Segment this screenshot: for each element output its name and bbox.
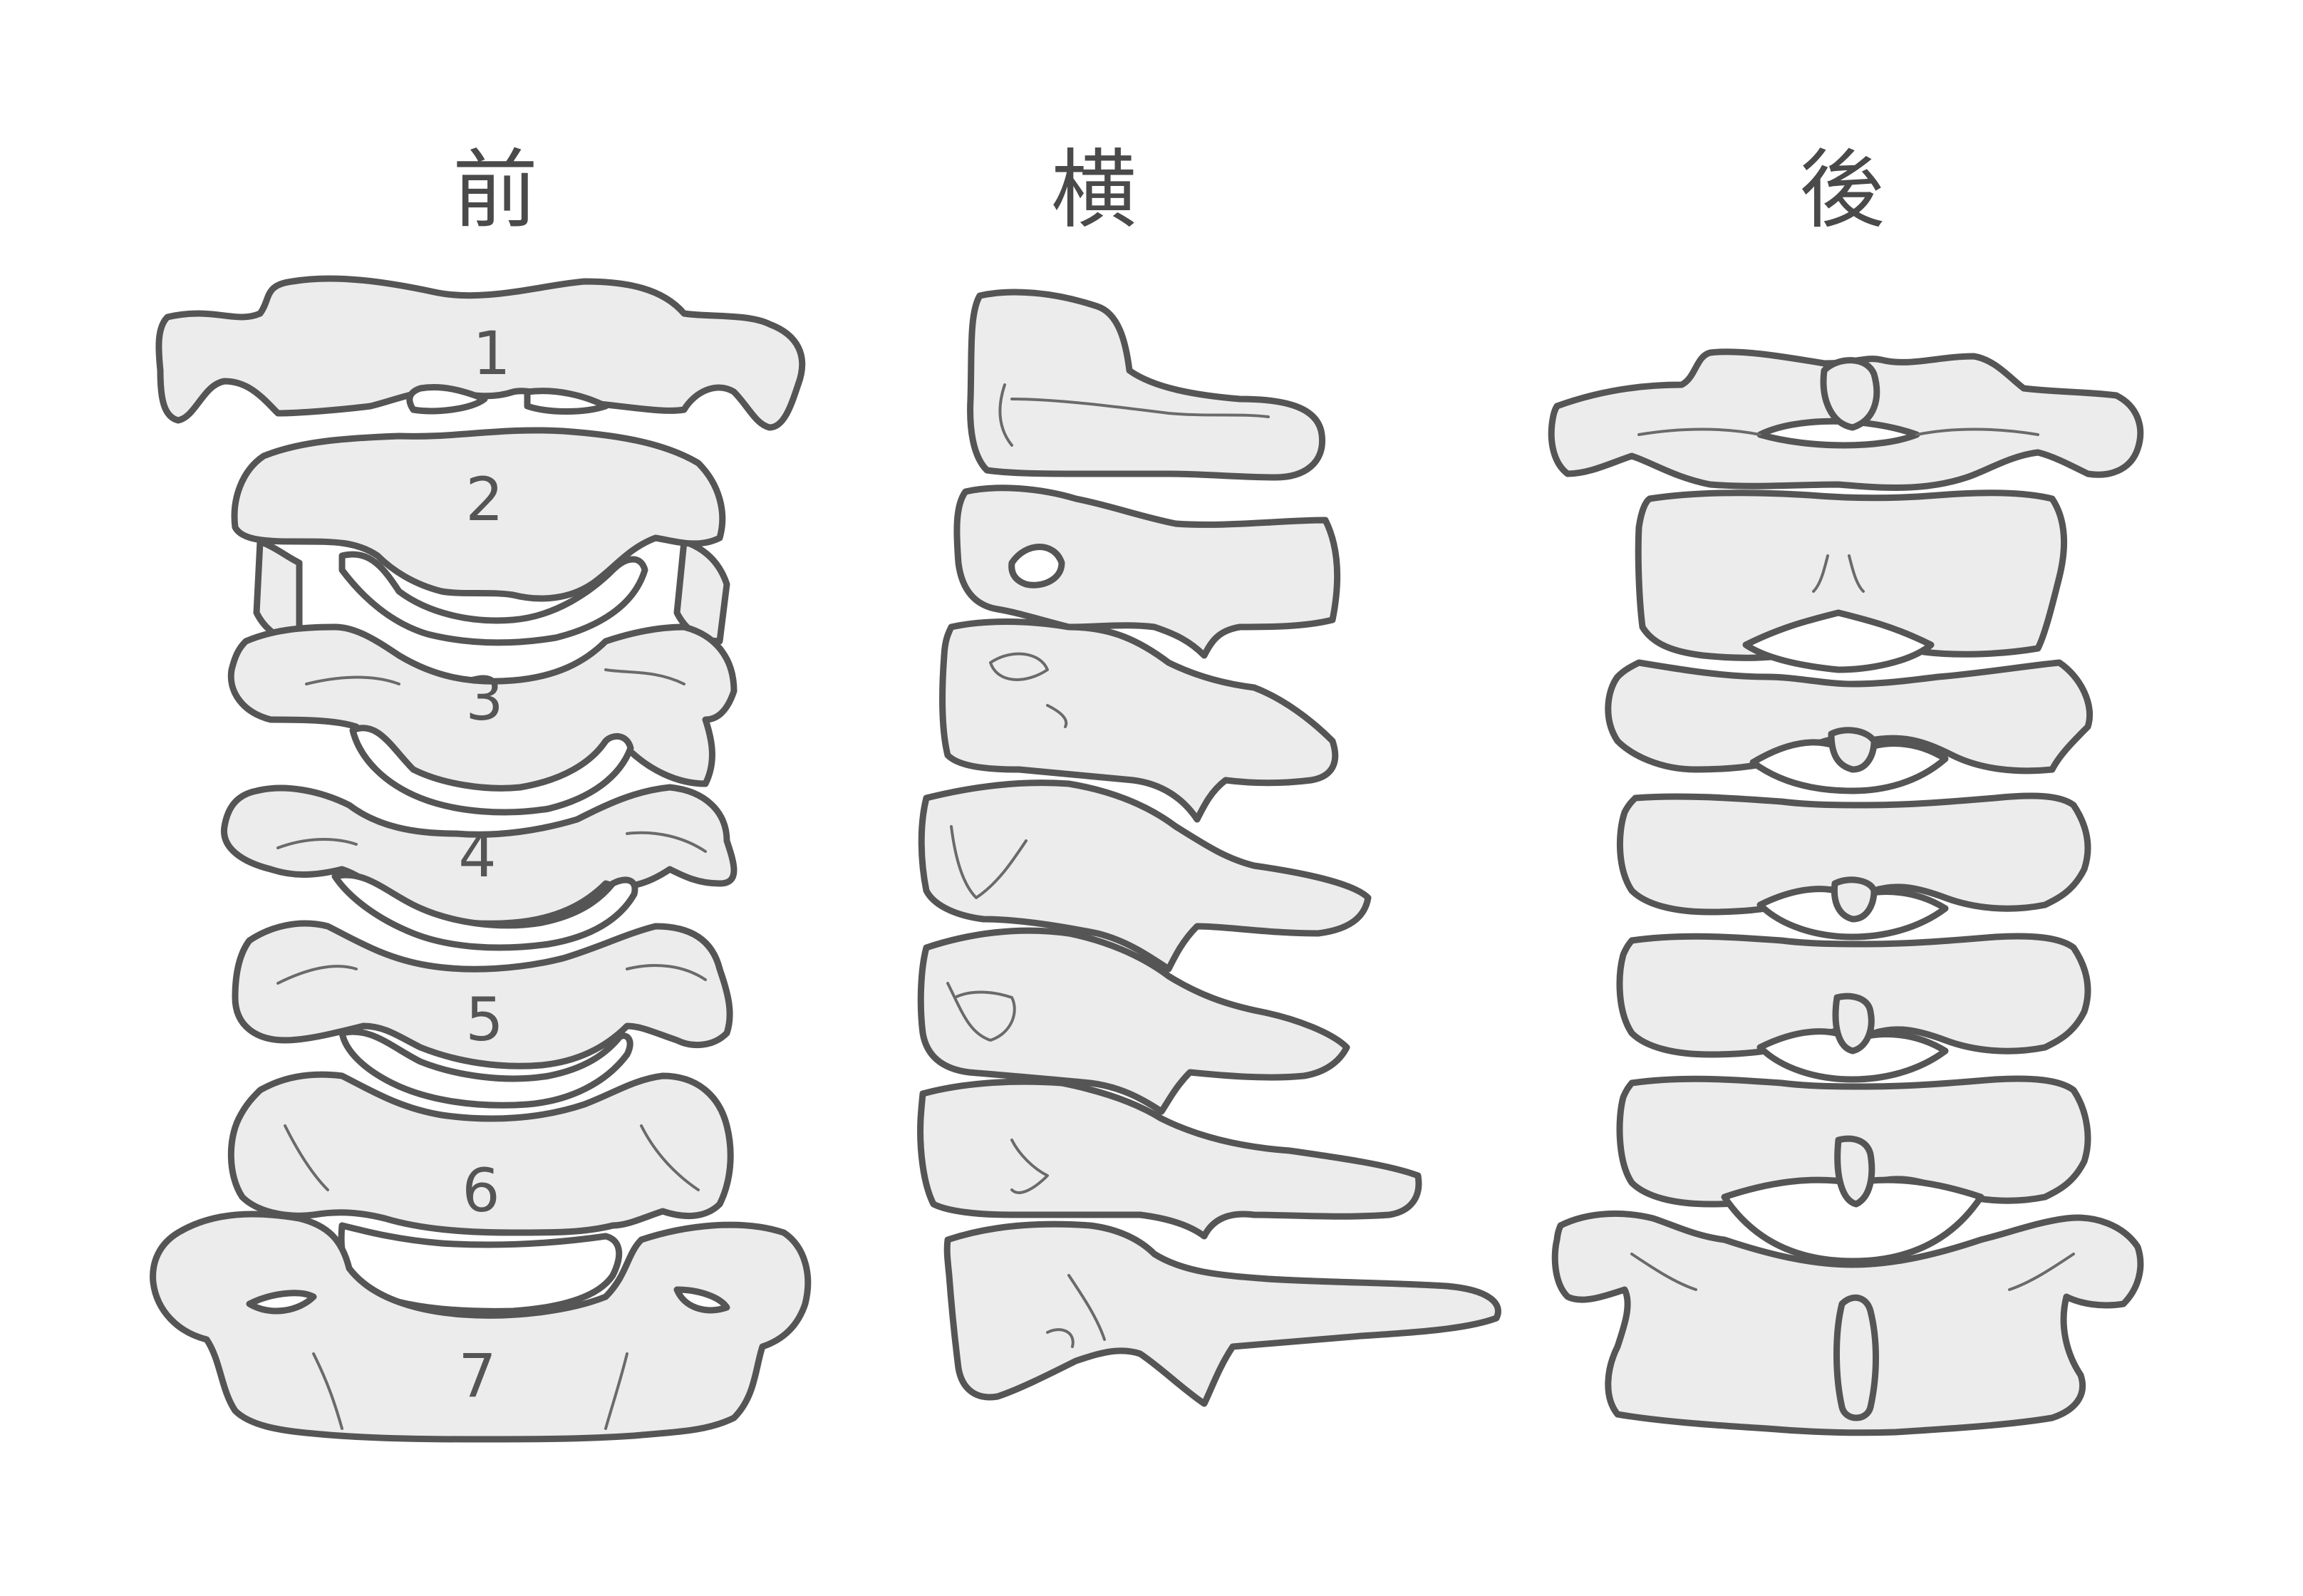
side-vertebra-c2 xyxy=(953,484,1341,659)
back-c4-spinous xyxy=(1831,876,1878,923)
back-c7-ridge xyxy=(1630,1253,2075,1291)
front-c3-ridge xyxy=(305,668,685,685)
back-vertebra-c3 xyxy=(1605,659,2094,774)
side-c4-ridge xyxy=(950,825,1028,899)
side-c6-ridge xyxy=(1010,1139,1049,1194)
side-vertebra-c4 xyxy=(918,779,1372,973)
back-c1-ridge xyxy=(1637,428,2039,436)
side-vertebra-c6 xyxy=(917,1078,1422,1240)
front-vertebra-c7 xyxy=(150,1211,812,1443)
side-vertebra-c7 xyxy=(943,1221,1501,1407)
back-c5-gap xyxy=(1756,1028,1949,1083)
front-label-c5: 5 xyxy=(465,985,503,1054)
back-c2-gap xyxy=(1742,609,1935,673)
side-c2-foramen xyxy=(1008,544,1065,589)
front-vertebra-c1 xyxy=(155,275,806,431)
front-c1-notch-right xyxy=(524,388,609,415)
front-label-c6: 6 xyxy=(462,1156,500,1226)
side-vertebra-c3 xyxy=(939,618,1339,823)
back-c7-spinous xyxy=(1833,1294,1879,1421)
back-c5-spinous xyxy=(1832,993,1875,1054)
back-vertebra-c4 xyxy=(1617,792,2091,916)
front-c7-foramen-left xyxy=(246,1290,317,1315)
side-c7-ridge xyxy=(1046,1274,1106,1348)
front-c6-ridge xyxy=(284,1124,700,1191)
front-vertebra-c5 xyxy=(232,920,733,1069)
front-c4-c5-gap xyxy=(331,871,638,951)
front-label-c7: 7 xyxy=(458,1341,496,1411)
back-c1-tubercle xyxy=(1820,357,1880,431)
front-label-c3: 3 xyxy=(465,664,503,734)
front-label-c4: 4 xyxy=(458,821,496,891)
front-c4-ridge xyxy=(276,831,707,853)
back-view-title: 後 xyxy=(1799,141,1885,240)
front-c3-c4-gap xyxy=(349,725,634,816)
front-view: 1 2 3 4 5 6 7 xyxy=(150,275,812,1443)
back-c2-mark xyxy=(1812,554,1865,593)
side-c1-ridge xyxy=(998,383,1270,447)
front-label-c2: 2 xyxy=(465,465,503,534)
back-c3-spinous xyxy=(1828,727,1878,773)
back-vertebra-c2 xyxy=(1635,489,2067,661)
back-view xyxy=(1548,348,2144,1436)
front-c5-c6-gap xyxy=(338,1028,633,1109)
side-vertebra-c1 xyxy=(967,289,1326,481)
back-c6-gap xyxy=(1721,1176,1984,1265)
side-view-title: 横 xyxy=(1051,141,1137,240)
front-label-c1: 1 xyxy=(472,318,510,388)
back-c6-spinous xyxy=(1834,1135,1875,1208)
front-vertebra-c2-lateral-right xyxy=(673,538,730,645)
front-vertebra-c4 xyxy=(220,784,738,927)
side-view xyxy=(917,289,1501,1407)
front-view-title: 前 xyxy=(452,141,538,240)
front-c7-ridge xyxy=(312,1352,628,1430)
side-c3-ridge xyxy=(989,652,1068,728)
side-vertebra-c5 xyxy=(917,927,1350,1115)
front-c1-notch-left xyxy=(406,383,488,415)
side-c5-ridge xyxy=(946,982,1016,1042)
front-c2-c3-gap xyxy=(338,551,648,646)
front-c5-ridge xyxy=(276,964,707,985)
front-c7-foramen-right xyxy=(673,1286,730,1314)
